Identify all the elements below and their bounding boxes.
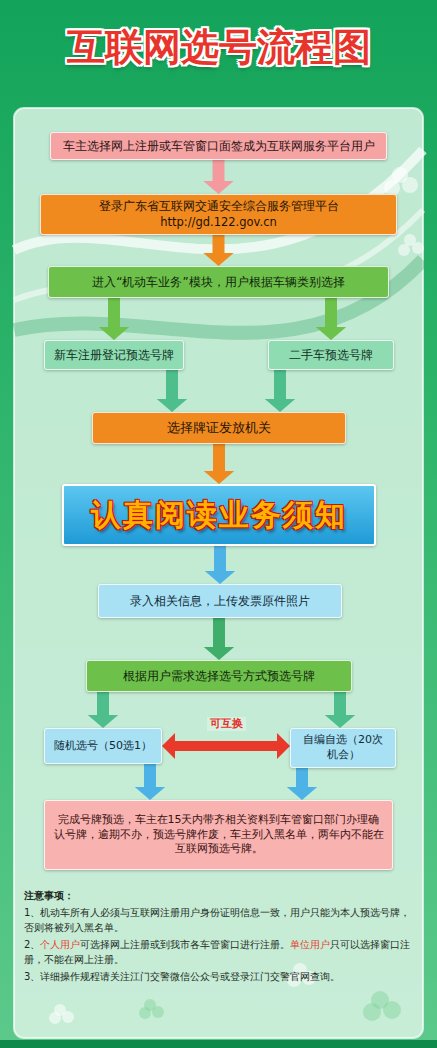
option-box: 自编自选（20次机会） xyxy=(290,728,396,768)
node-text: 新车注册登记预选号牌 xyxy=(54,347,174,363)
arrow-shaft xyxy=(213,444,225,472)
process-box: 进入“机动车业务”模块，用户根据车辆类别选择 xyxy=(48,266,389,298)
bottom-band xyxy=(0,1040,437,1048)
arrow-shaft xyxy=(213,235,225,254)
arrow-head xyxy=(135,787,165,800)
node-text: 随机选号（50选1） xyxy=(54,739,152,754)
notice-box: 认真阅读业务须知 xyxy=(62,484,376,546)
flow-arrow xyxy=(316,298,346,340)
arrow-head xyxy=(204,647,234,660)
node-text: 完成号牌预选，车主在15天内带齐相关资料到车管窗口部门办理确认号牌，逾期不办，预… xyxy=(53,813,384,858)
note-line: 注意事项： xyxy=(24,888,416,903)
node-text: 自编自选（20次机会） xyxy=(299,733,387,763)
node-text: 根据用户需求选择选号方式预选号牌 xyxy=(123,668,315,684)
flow-arrow xyxy=(204,444,234,484)
note-text: 个人用户 xyxy=(40,939,80,950)
flow-arrow xyxy=(203,235,233,266)
flow-arrow xyxy=(135,764,165,800)
flow-arrow xyxy=(204,618,234,660)
arrow-head xyxy=(203,181,233,194)
branch-box: 新车注册登记预选号牌 xyxy=(44,340,184,370)
white-swoosh xyxy=(14,150,423,250)
node-text: 车主选择网上注册或车管窗口面签成为互联网服务平台用户 xyxy=(63,138,375,154)
note-line: 2、个人用户可选择网上注册或到我市各车管窗口进行注册。单位用户只可以选择窗口注册… xyxy=(24,937,416,967)
branch-box: 二手车预选号牌 xyxy=(268,340,394,370)
node-text: 选择牌证发放机关 xyxy=(167,419,271,437)
process-box: 登录广东省互联网交通安全综合服务管理平台http://gd.122.gov.cn xyxy=(40,194,397,235)
notes-block: 注意事项： 1、机动车所有人必须与互联网注册用户身份证明信息一致，用户只能为本人预… xyxy=(24,888,416,986)
arrow-head xyxy=(287,787,317,800)
result-box: 完成号牌预选，车主在15天内带齐相关资料到车管窗口部门办理确认号牌，逾期不办，预… xyxy=(44,800,393,870)
start-box: 车主选择网上注册或车管窗口面签成为互联网服务平台用户 xyxy=(50,132,387,160)
arrow-head xyxy=(203,253,233,266)
option-box: 随机选号（50选1） xyxy=(44,728,162,764)
arrow-head xyxy=(205,571,235,584)
title-text: 互联网选号流程图 xyxy=(67,25,371,69)
node-text: 二手车预选号牌 xyxy=(289,347,373,363)
arrow-shaft xyxy=(108,298,120,328)
arrow-head xyxy=(277,733,290,759)
note-text: 2、 xyxy=(24,939,40,950)
edge-label: 可互换 xyxy=(207,717,246,731)
green-swoosh xyxy=(14,260,423,333)
clover-decoration xyxy=(49,167,424,1024)
arrow-head xyxy=(265,399,295,412)
inner-panel xyxy=(14,108,423,1038)
notes-heading: 注意事项： xyxy=(24,890,74,901)
arrow-shaft xyxy=(325,298,337,328)
flow-arrow xyxy=(205,546,235,584)
note-line: 1、机动车所有人必须与互联网注册用户身份证明信息一致，用户只能为本人预选号牌，否… xyxy=(24,905,416,935)
arrow-shaft xyxy=(97,692,109,716)
arrow-shaft xyxy=(274,370,286,400)
process-box: 录入相关信息，上传发票原件照片 xyxy=(98,584,342,618)
process-box: 选择牌证发放机关 xyxy=(92,412,346,444)
flow-arrow xyxy=(99,298,129,340)
flow-arrow xyxy=(325,692,355,728)
node-text: 进入“机动车业务”模块，用户根据车辆类别选择 xyxy=(92,274,344,290)
node-text: 录入相关信息，上传发票原件照片 xyxy=(130,593,310,609)
arrow-shaft xyxy=(213,160,225,182)
arrow-head xyxy=(325,715,355,728)
notice-text: 认真阅读业务须知 xyxy=(91,495,347,536)
arrow-shaft xyxy=(144,764,156,788)
note-line: 3、详细操作规程请关注江门交警微信公众号或登录江门交警官网查询。 xyxy=(24,969,416,984)
process-box: 根据用户需求选择选号方式预选号牌 xyxy=(86,660,352,692)
arrow-head xyxy=(157,399,187,412)
flow-arrow xyxy=(157,370,187,412)
arrow-head xyxy=(88,715,118,728)
arrow-head xyxy=(99,327,129,340)
arrow-shaft xyxy=(334,692,346,716)
arrow-shaft xyxy=(166,370,178,400)
node-text: 登录广东省互联网交通安全综合服务管理平台http://gd.122.gov.cn xyxy=(49,199,388,230)
arrow-shaft xyxy=(174,741,278,751)
poster-title: 互联网选号流程图 xyxy=(0,22,437,73)
flow-arrow xyxy=(88,692,118,728)
arrow-shaft xyxy=(213,618,225,648)
arrow-shaft xyxy=(214,546,226,572)
note-text: 1、机动车所有人必须与互联网注册用户身份证明信息一致，用户只能为本人预选号牌，否… xyxy=(24,907,410,933)
arrow-head xyxy=(162,733,175,759)
note-text: 单位用户 xyxy=(290,939,330,950)
clover-decoration xyxy=(139,991,401,1021)
flow-arrow xyxy=(265,370,295,412)
arrow-head xyxy=(204,471,234,484)
note-text: 可选择网上注册或到我市各车管窗口进行注册。 xyxy=(80,939,290,950)
note-text: 3、详细操作规程请关注江门交警微信公众号或登录江门交警官网查询。 xyxy=(24,971,340,982)
arrow-head xyxy=(316,327,346,340)
flow-arrow xyxy=(203,160,233,194)
arrow-shaft xyxy=(296,768,308,788)
flow-arrow xyxy=(287,768,317,800)
double-arrow xyxy=(162,733,290,759)
